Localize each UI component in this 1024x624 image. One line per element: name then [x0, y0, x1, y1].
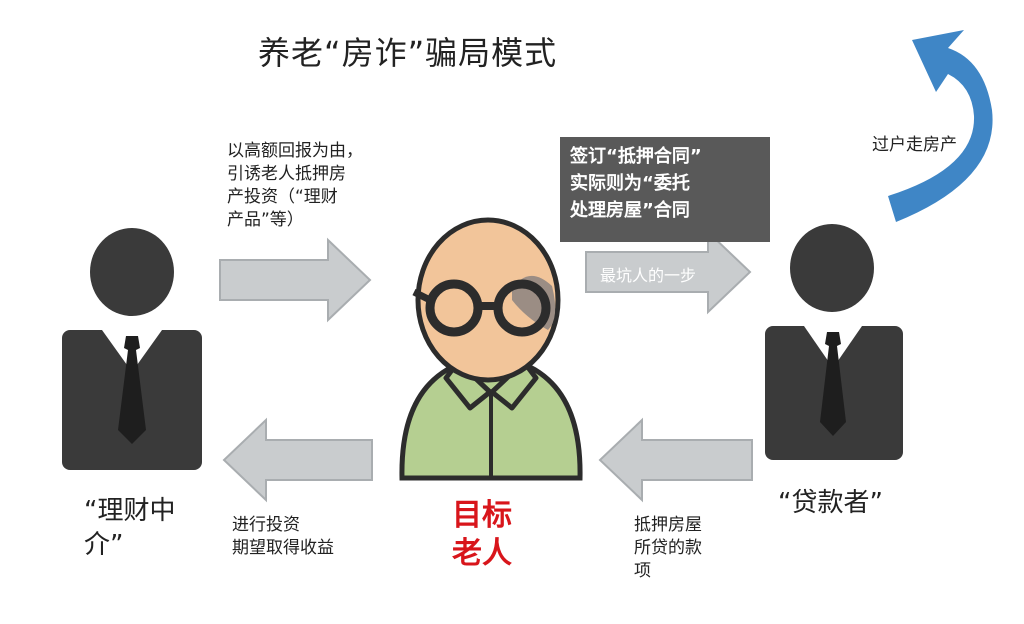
arrow-lure-right	[219, 237, 372, 323]
transfer-property-label: 过户走房产	[872, 135, 957, 155]
lure-investment-text: 以高额回报为由， 引诱老人抵押房 产投资（“理财 产品”等）	[227, 141, 363, 230]
lender-label: “贷款者”	[778, 488, 883, 518]
elderly-figure	[399, 217, 583, 481]
invest-return-text: 进行投资 期望取得收益	[232, 515, 334, 558]
loan-money-text: 抵押房屋 所贷的款 项	[634, 515, 702, 581]
arrow-deadliest-step	[585, 229, 752, 315]
arrow-loan-left	[598, 417, 753, 503]
page-title: 养老“房诈”骗局模式	[258, 34, 558, 72]
lender-figure	[765, 224, 903, 460]
contract-box: 签订“抵押合同” 实际则为“委托 处理房屋”合同	[560, 137, 770, 242]
blue-curved-arrow	[888, 30, 993, 222]
target-elderly-label: 目标 老人	[452, 498, 512, 571]
arrow-invest-left	[222, 417, 373, 503]
intermediary-figure	[62, 228, 202, 470]
intermediary-label: “理财中 介”	[84, 496, 176, 560]
deadliest-step-label: 最坑人的一步	[600, 266, 697, 285]
